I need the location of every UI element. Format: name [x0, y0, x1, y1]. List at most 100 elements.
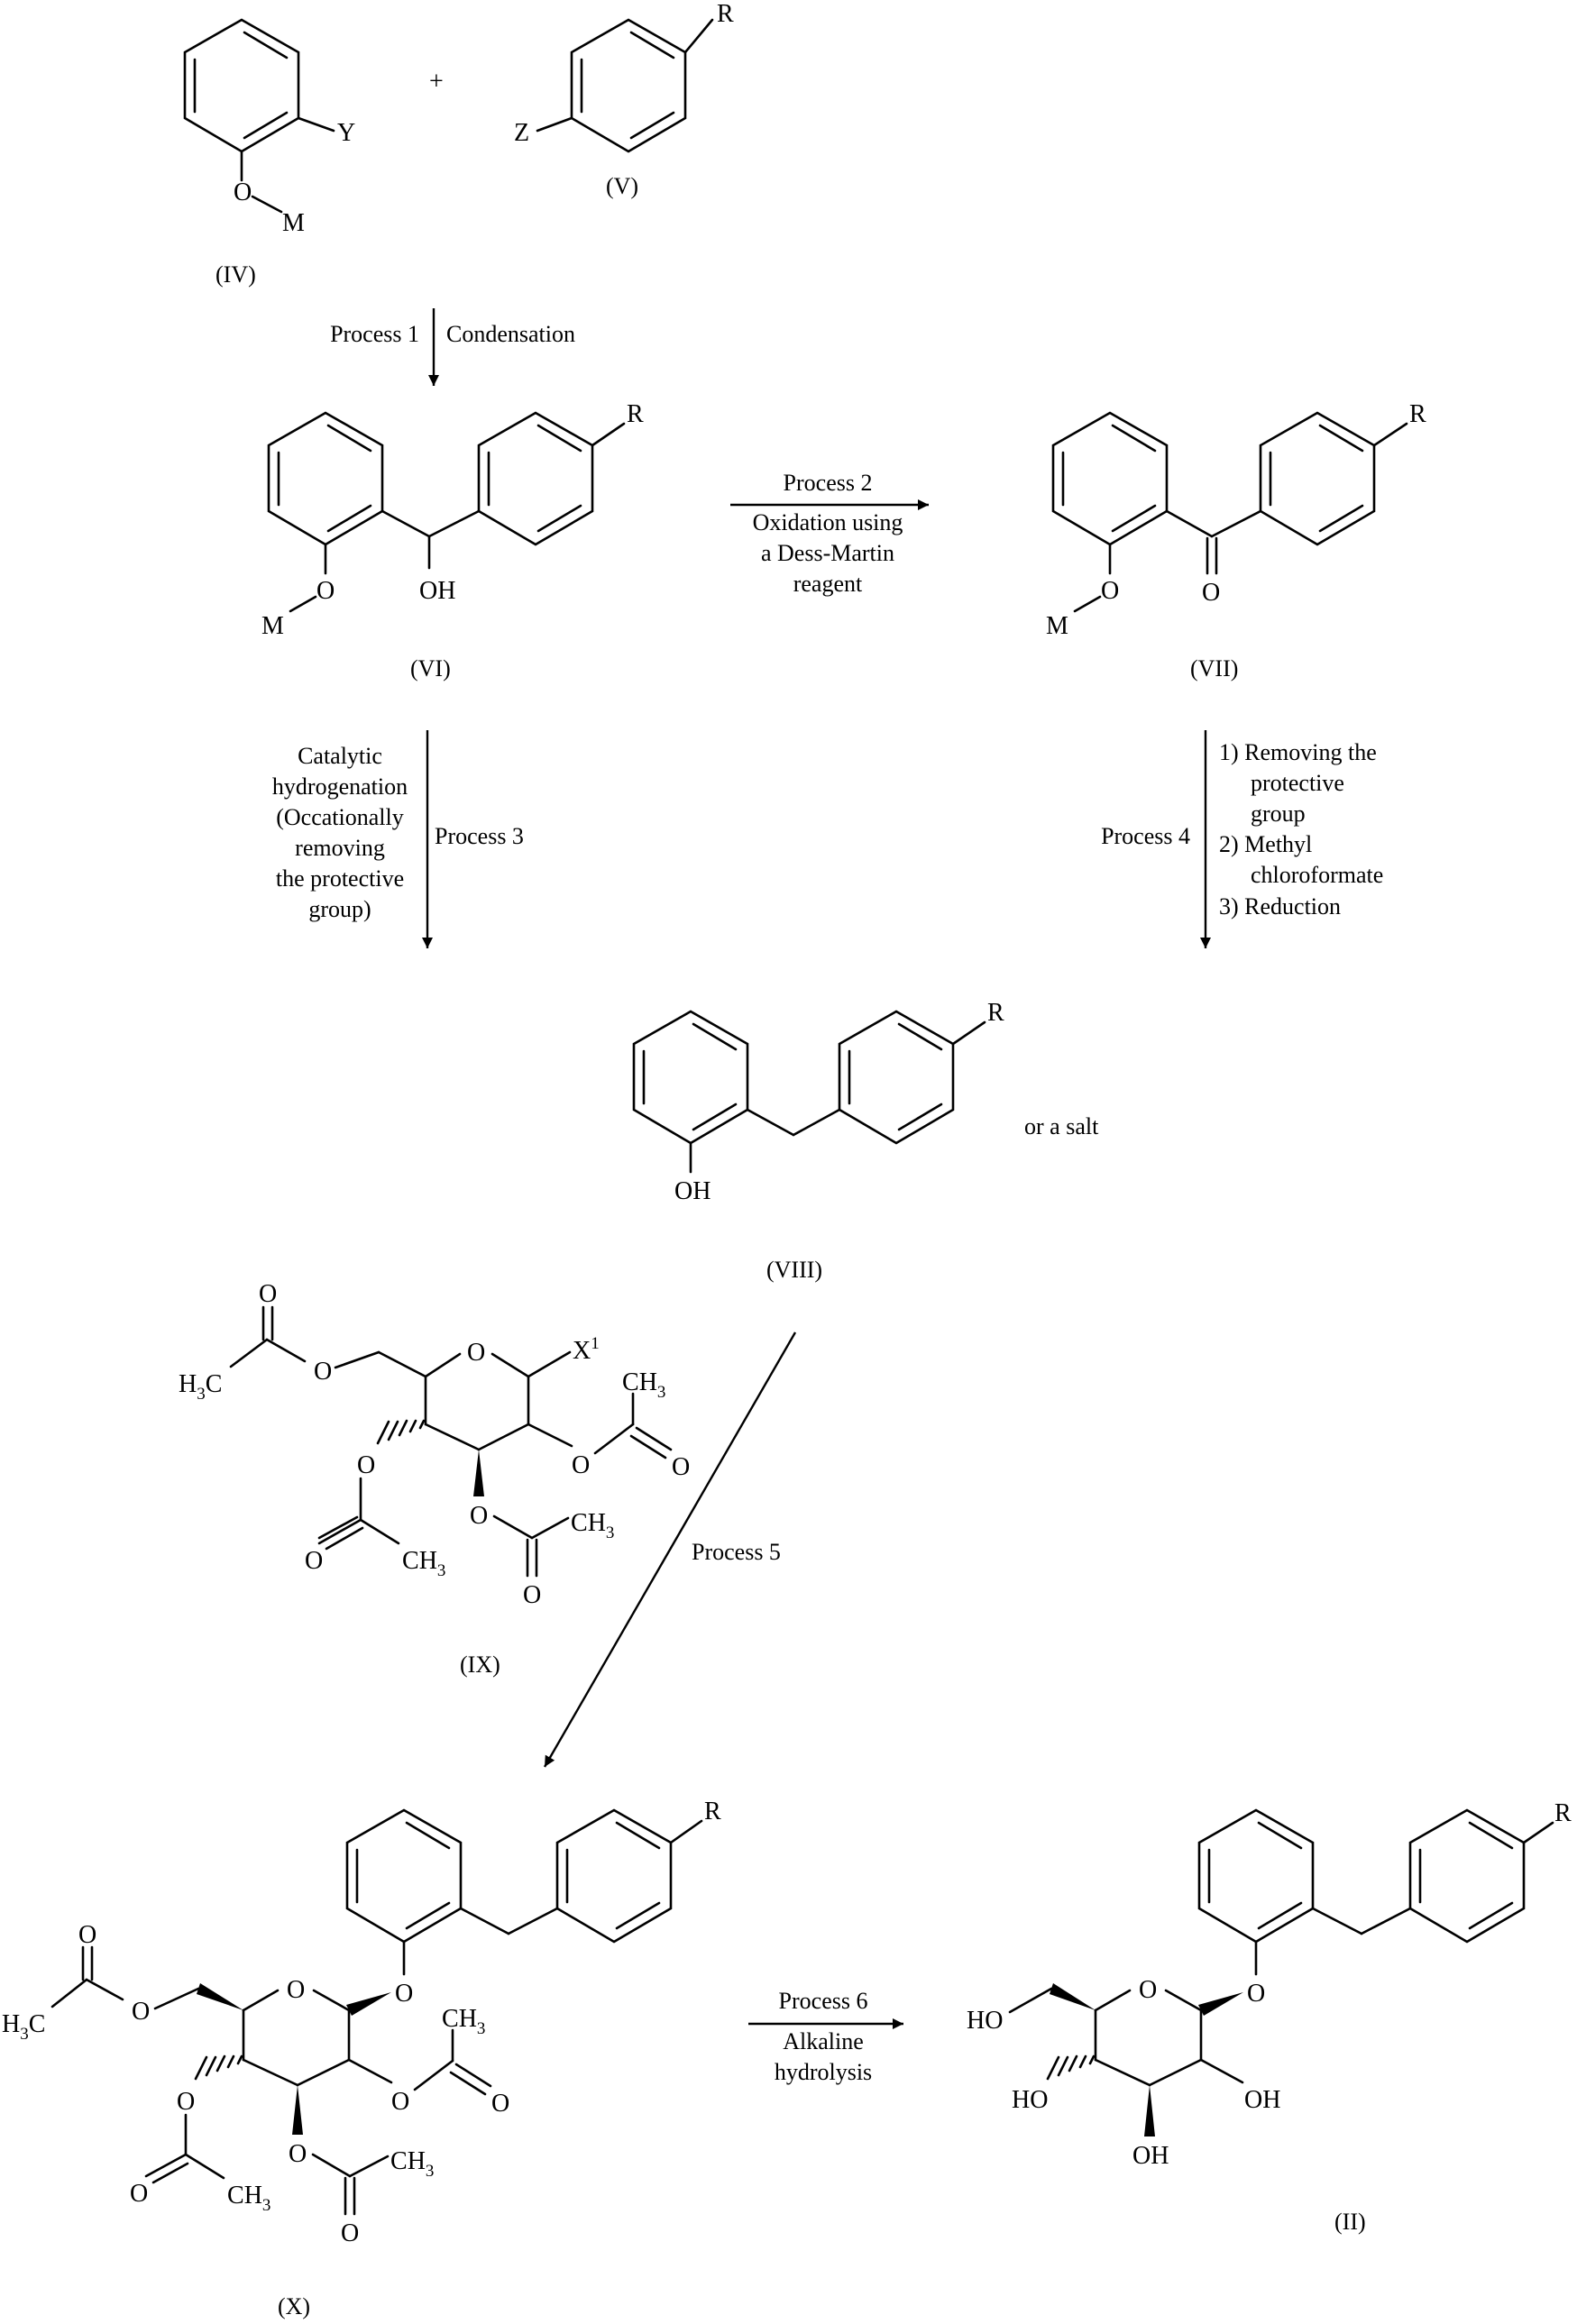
carbonyl-oxygen: O: [259, 1280, 277, 1308]
benzene-ring: [570, 18, 687, 153]
process-4-name: Process 4: [1101, 823, 1190, 849]
process-6-desc-line: Alkaline: [783, 2028, 864, 2054]
carbonyl-oxygen: O: [341, 2219, 359, 2247]
process-5-arrow: Process 5: [543, 1331, 797, 1768]
benzene-ring-right: [477, 411, 594, 546]
atom-r: R: [717, 0, 734, 28]
carbonyl-oxygen: O: [78, 1921, 96, 1949]
ester-oxygen: O: [314, 1358, 332, 1386]
atom-m: M: [282, 209, 305, 237]
compound-label-vii: (VII): [1190, 655, 1238, 682]
compound-viii: R OH or a salt (VIII): [632, 999, 1099, 1283]
process-4-desc-line: 2) Methyl: [1219, 831, 1312, 857]
benzene-ring-left: [632, 1010, 749, 1145]
hydroxyl-ho: HO: [1012, 2086, 1048, 2114]
compound-label-iv: (IV): [215, 261, 256, 288]
compound-label-ix: (IX): [460, 1652, 500, 1678]
atom-o: O: [234, 178, 252, 206]
process-2-desc-line: reagent: [793, 571, 863, 597]
glycosidic-oxygen: O: [1247, 1980, 1265, 2008]
process-6-desc-line: hydrolysis: [775, 2059, 872, 2085]
methyl-group: CH3: [402, 1547, 445, 1580]
atom-oh: OH: [419, 577, 455, 605]
ring-oxygen: O: [1139, 1976, 1157, 2004]
methyl-group: H3C: [2, 2010, 45, 2044]
process-1-desc: Condensation: [446, 321, 575, 347]
glycosidic-oxygen: O: [395, 1980, 413, 2008]
compound-label-vi: (VI): [410, 655, 451, 682]
atom-x1: X1: [573, 1334, 600, 1365]
process-3-arrow: Catalytic hydrogenation (Occationally re…: [272, 730, 524, 948]
atom-o: O: [1101, 577, 1119, 605]
compound-ii: R O O HO OH OH HO (II): [967, 1799, 1572, 2235]
ester-oxygen: O: [391, 2088, 409, 2116]
compound-label-x: (X): [278, 2293, 310, 2319]
hashed-bond: [376, 1419, 426, 1445]
process-2-name: Process 2: [784, 470, 873, 496]
atom-r: R: [704, 1798, 721, 1825]
methyl-group: H3C: [179, 1370, 222, 1404]
hydroxyl-ho: HO: [967, 2007, 1003, 2035]
benzene-ring-right: [555, 1808, 673, 1944]
methyl-group: CH3: [571, 1509, 614, 1542]
compound-label-viii: (VIII): [766, 1257, 822, 1283]
process-6-name: Process 6: [779, 1988, 868, 2014]
process-2-desc-line: a Dess-Martin: [761, 540, 894, 566]
compound-label-ii: (II): [1334, 2209, 1366, 2235]
carbonyl-oxygen: O: [491, 2090, 509, 2118]
carbonyl-oxygen: O: [672, 1453, 690, 1481]
ester-oxygen: O: [177, 2088, 195, 2116]
process-3-desc-line: group): [308, 896, 371, 922]
process-1-arrow: Process 1 Condensation: [330, 308, 575, 386]
carbonyl-oxygen: O: [305, 1547, 323, 1575]
atom-oh: OH: [674, 1177, 711, 1205]
atom-m: M: [261, 612, 284, 640]
compound-ix: O X1 O O H3C O CH3 O O CH3 O: [179, 1280, 690, 1678]
benzene-ring-right: [1259, 411, 1376, 546]
compound-label-v: (V): [606, 173, 638, 199]
salt-note: or a salt: [1024, 1113, 1099, 1139]
benzene-ring: [183, 18, 300, 153]
atom-y: Y: [337, 119, 355, 147]
atom-r: R: [987, 999, 1004, 1027]
ring-oxygen: O: [287, 1976, 305, 2004]
process-6-arrow: Process 6 Alkaline hydrolysis: [748, 1988, 903, 2085]
process-5-name: Process 5: [692, 1539, 781, 1565]
plus-sign: +: [429, 68, 444, 96]
benzene-ring-left: [345, 1808, 463, 1944]
benzene-ring-left: [267, 411, 384, 546]
process-4-desc-line: protective: [1251, 770, 1344, 796]
ester-oxygen: O: [357, 1451, 375, 1479]
process-1-name: Process 1: [330, 321, 419, 347]
methyl-group: CH3: [227, 2182, 270, 2215]
compound-vii: R O O M (VII): [1046, 400, 1426, 682]
benzene-ring-left: [1051, 411, 1169, 546]
benzene-ring-left: [1197, 1808, 1315, 1944]
atom-m: M: [1046, 612, 1068, 640]
ester-oxygen: O: [289, 2140, 307, 2168]
methyl-group: CH3: [442, 2005, 485, 2038]
atom-o: O: [316, 577, 335, 605]
process-3-desc-line: removing: [295, 835, 385, 861]
process-4-desc-line: 1) Removing the: [1219, 739, 1377, 765]
hashed-bond: [1046, 2054, 1096, 2081]
process-2-arrow: Process 2 Oxidation using a Dess-Martin …: [730, 470, 929, 597]
compound-x: R O O O O H3C O CH3 O O C: [2, 1798, 721, 2319]
ring-oxygen: O: [467, 1339, 485, 1367]
process-3-desc-line: Catalytic: [298, 743, 382, 769]
atom-carbonyl-o: O: [1202, 579, 1220, 607]
hydroxyl-oh: OH: [1132, 2142, 1169, 2170]
ester-oxygen: O: [132, 1998, 150, 2026]
benzene-ring-right: [838, 1010, 955, 1145]
compound-iv: Y O M (IV): [183, 18, 355, 288]
process-3-desc-line: hydrogenation: [272, 773, 408, 800]
ester-oxygen: O: [470, 1502, 488, 1530]
process-4-desc-line: 3) Reduction: [1219, 893, 1341, 920]
atom-r: R: [1409, 400, 1426, 428]
atom-r: R: [627, 400, 644, 428]
process-3-name: Process 3: [435, 823, 524, 849]
ester-oxygen: O: [572, 1451, 590, 1479]
process-3-desc-line: (Occationally: [276, 804, 404, 830]
process-4-arrow: Process 4 1) Removing the protective gro…: [1101, 730, 1383, 948]
